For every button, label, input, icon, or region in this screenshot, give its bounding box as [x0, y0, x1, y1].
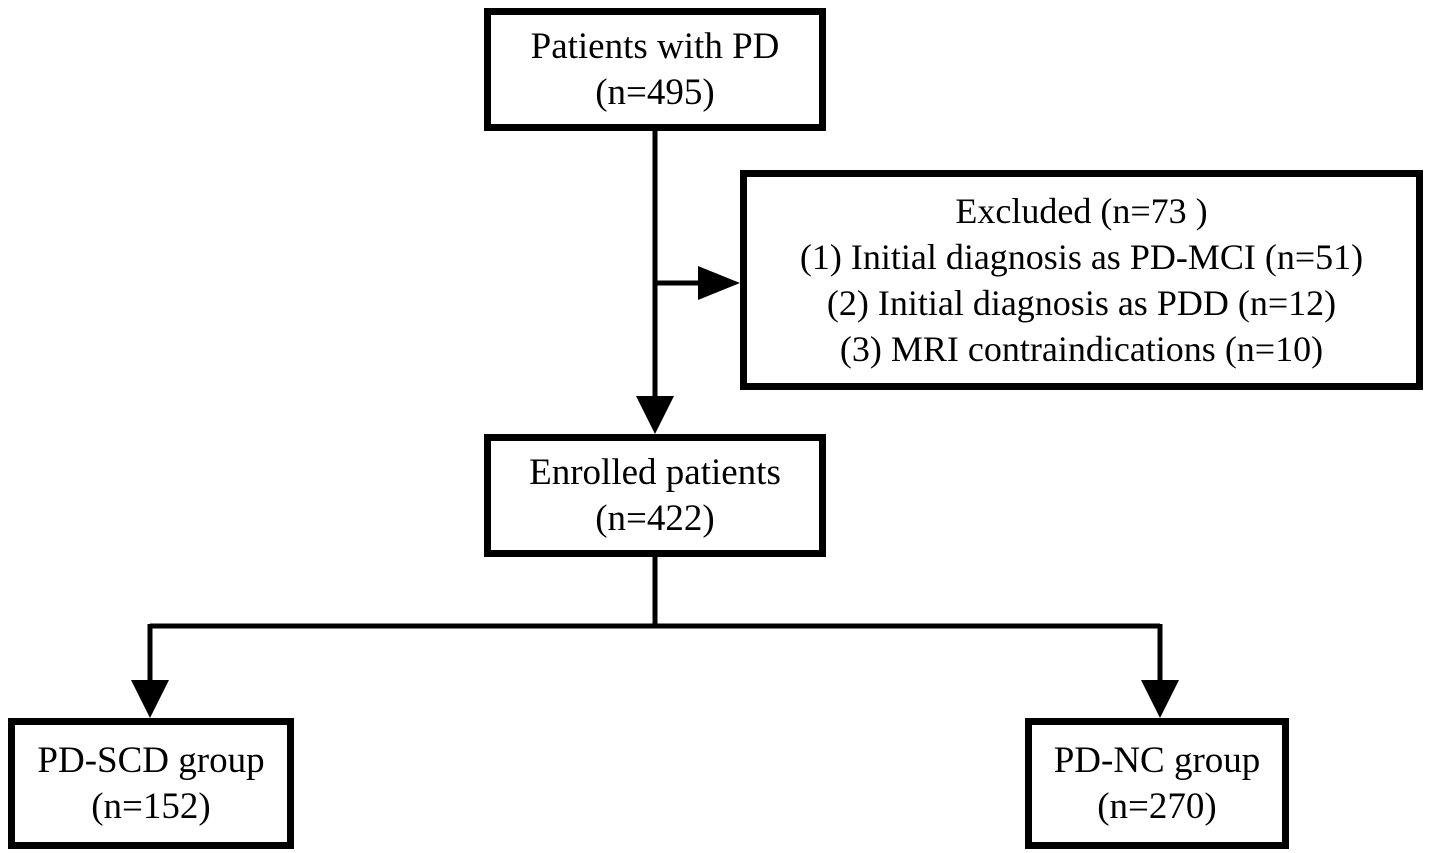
- arrowhead-to-excluded: [698, 266, 740, 300]
- excluded-title: Excluded (n=73 ): [955, 191, 1208, 231]
- pd-nc-title: PD-NC group: [1053, 739, 1261, 781]
- enrolled-title: Enrolled patients: [529, 451, 781, 493]
- pd-scd-count: (n=152): [91, 785, 211, 827]
- arrowhead-to-pd-scd: [131, 680, 169, 718]
- excluded-item-2: (2) Initial diagnosis as PDD (n=12): [826, 283, 1337, 323]
- pd-scd-group-box: PD-SCD group (n=152): [8, 718, 294, 849]
- enrolled-count: (n=422): [595, 497, 715, 539]
- pd-scd-title: PD-SCD group: [37, 739, 265, 781]
- patients-count: (n=495): [595, 71, 715, 113]
- pd-nc-group-box: PD-NC group (n=270): [1025, 718, 1289, 849]
- patients-with-pd-box: Patients with PD (n=495): [484, 8, 826, 131]
- enrolled-patients-box: Enrolled patients (n=422): [484, 434, 826, 557]
- excluded-item-1: (1) Initial diagnosis as PD-MCI (n=51): [799, 237, 1364, 277]
- excluded-box: Excluded (n=73 ) (1) Initial diagnosis a…: [740, 170, 1423, 390]
- patients-title: Patients with PD: [530, 25, 780, 67]
- pd-nc-count: (n=270): [1097, 785, 1217, 827]
- excluded-item-3: (3) MRI contraindications (n=10): [839, 329, 1324, 369]
- arrowhead-to-enrolled: [636, 396, 674, 434]
- arrowhead-to-pd-nc: [1141, 680, 1179, 718]
